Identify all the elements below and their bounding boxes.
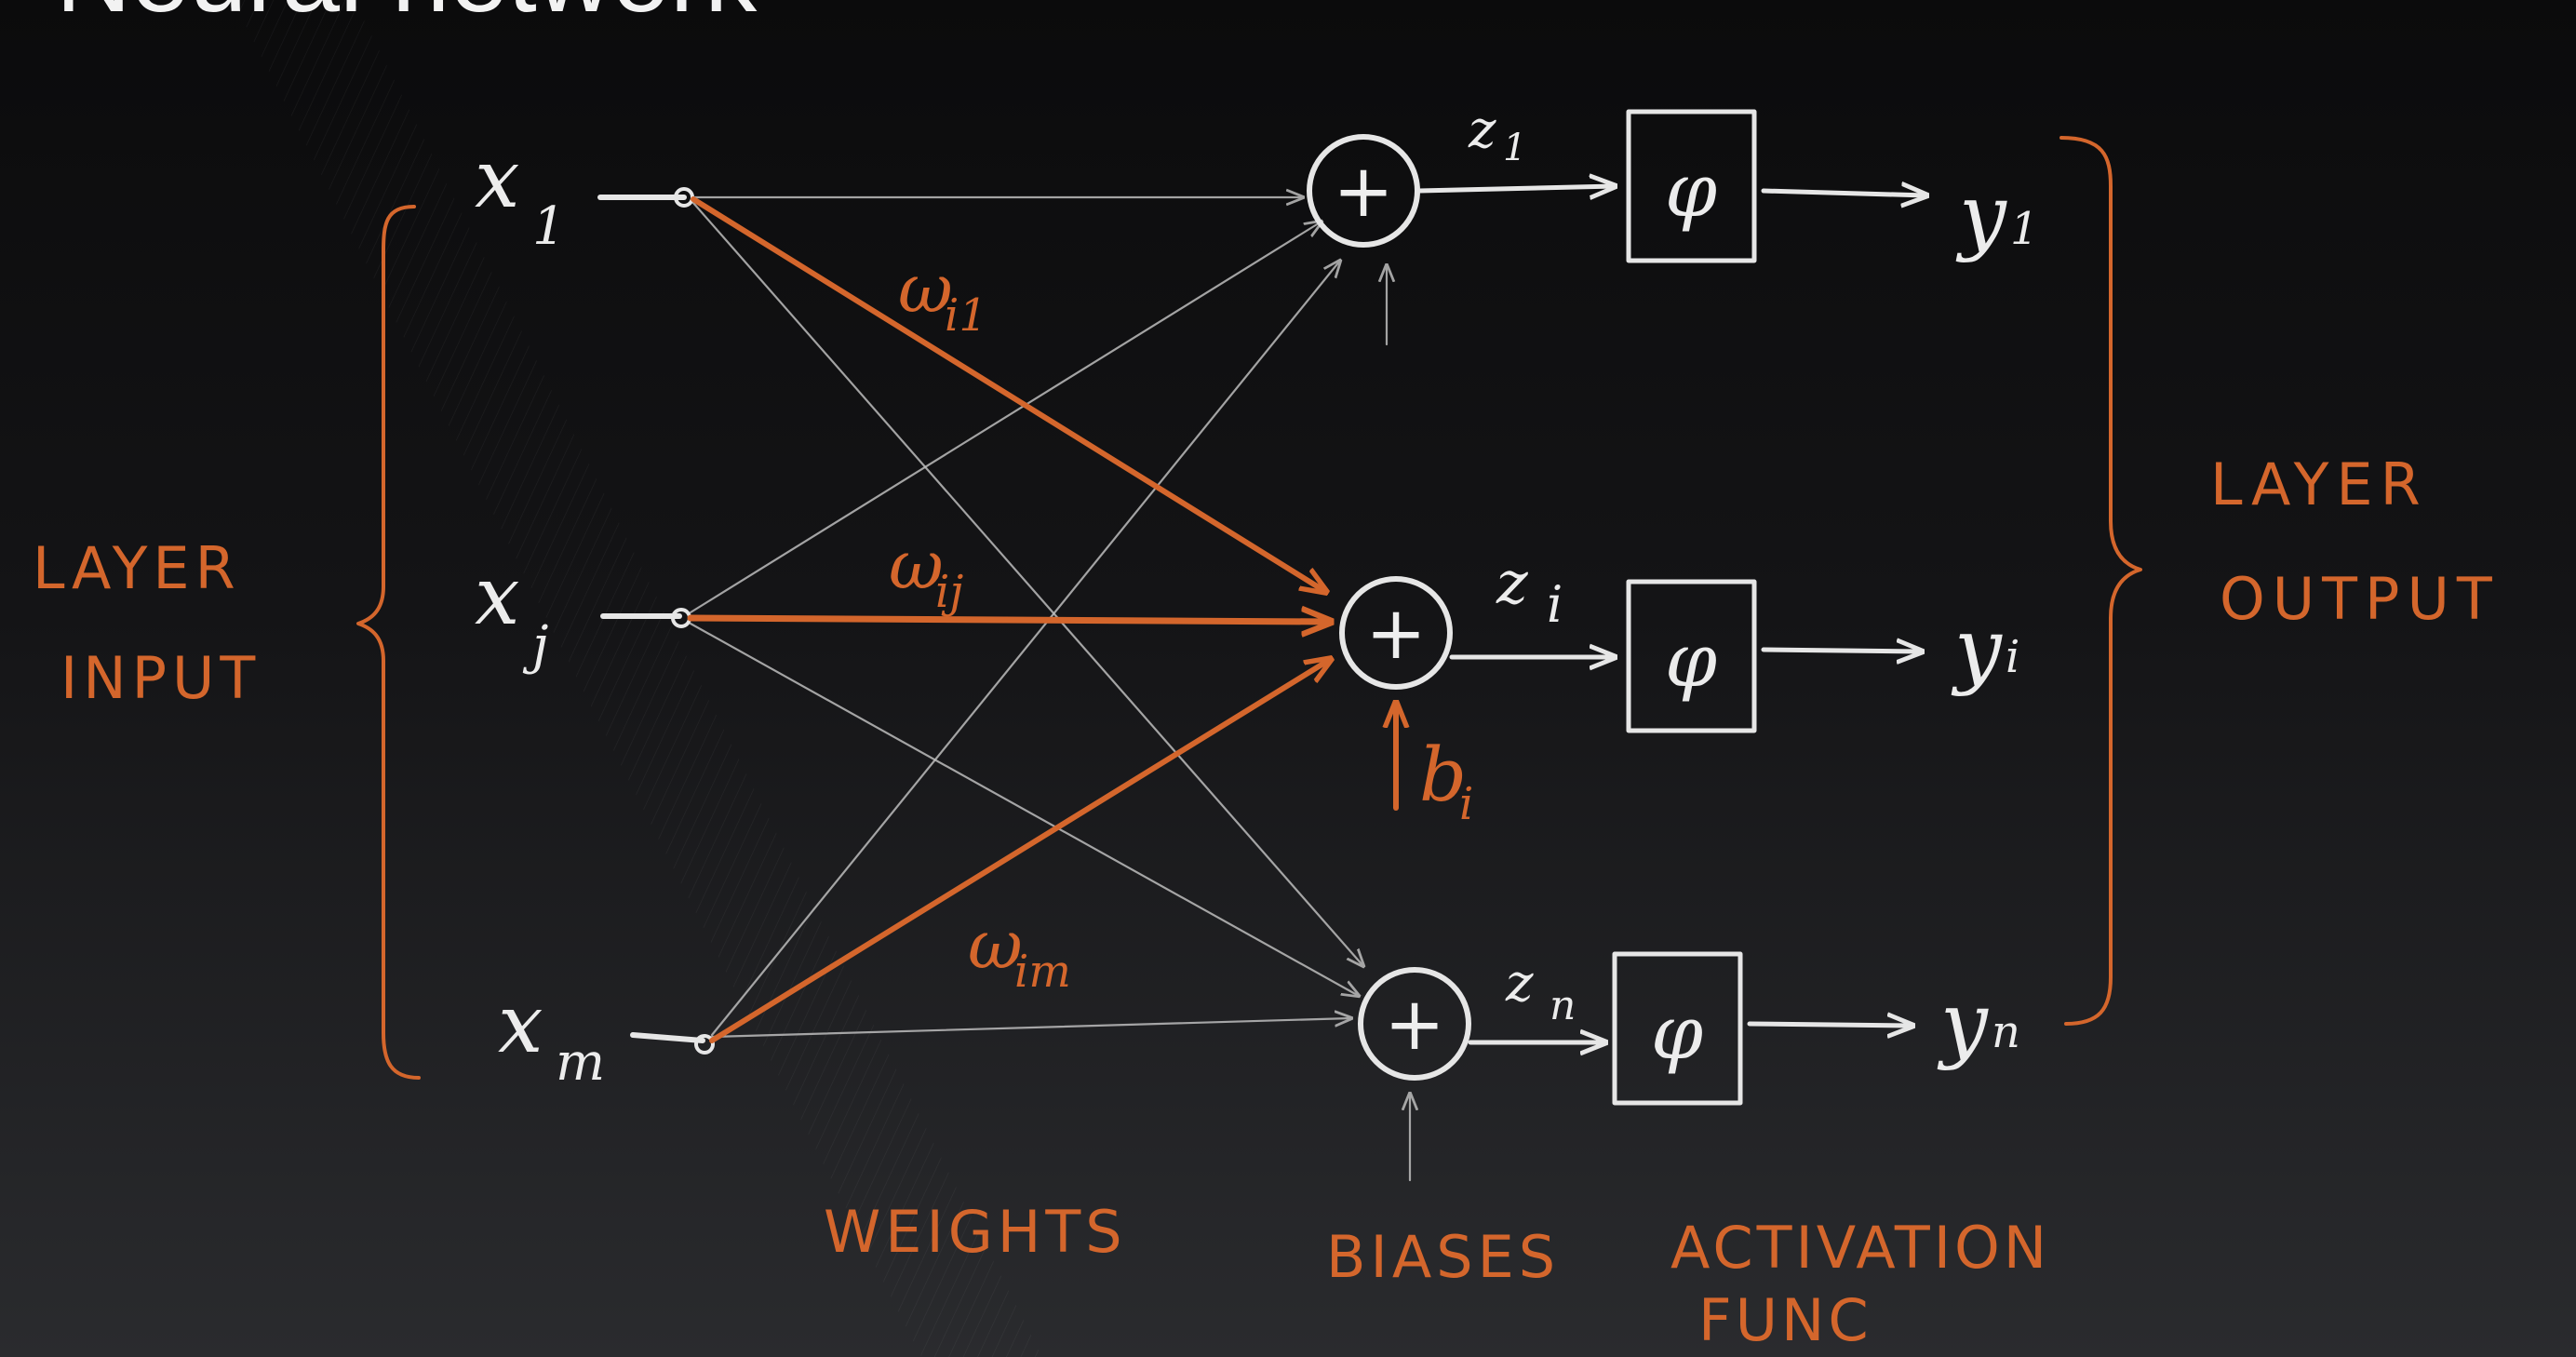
svg-text:z: z [1496,549,1529,618]
output-label-i: y i [1951,600,2019,698]
sum-symbol-n: + [1384,983,1444,1067]
layer-input-label-line2: INPUT [60,644,261,712]
output-arrow-i [1761,650,1922,652]
weights-label: WEIGHTS [824,1198,1127,1266]
biases-label: BIASES [1326,1223,1560,1291]
svg-text:z: z [1505,953,1534,1014]
sum-symbol-i: + [1365,592,1426,676]
svg-text:i: i [2006,631,2019,683]
svg-text:ω: ω [889,526,944,604]
svg-text:i: i [1547,575,1563,634]
layer-output-label-line1: LAYER [2210,450,2428,518]
svg-text:i1: i1 [945,289,987,342]
edge-xm-zi [709,659,1331,1043]
svg-text:y: y [1937,974,1989,1072]
svg-text:ω: ω [898,249,953,328]
z-label-n: z n [1505,953,1576,1029]
svg-text:n: n [1992,1006,2020,1058]
output-label-1: y 1 [1955,167,2039,264]
background-hatch [233,0,1042,1357]
svg-text:x: x [475,133,520,226]
z-label-i: z i [1496,549,1563,634]
activation-symbol-i: φ [1665,617,1717,704]
svg-text:x: x [498,978,543,1071]
input-label-1: x 1 [475,133,566,257]
sum-node-n [1358,967,1471,1081]
bias-label: b i [1419,732,1473,830]
output-arrow-1 [1761,191,1926,195]
activation-symbol-n: φ [1651,989,1703,1076]
svg-text:z: z [1468,100,1496,160]
activation-box-n [1612,951,1743,1106]
edge-xj-z1 [689,222,1322,614]
svg-text:ω: ω [968,906,1023,984]
z-label-1: z 1 [1468,100,1526,169]
layer-output-label-line2: OUTPUT [2220,565,2500,633]
edge-xj-zi [687,618,1331,622]
svg-text:m: m [556,1032,605,1093]
svg-text:y: y [1955,167,2007,264]
activation-box-i [1626,579,1757,733]
activation-label-line1: ACTIVATION [1670,1214,2050,1282]
weight-label-im: ω im [968,906,1071,998]
sum-node-i [1339,576,1453,690]
svg-text:1: 1 [532,196,566,257]
z-arrow-1 [1416,186,1615,191]
svg-text:j: j [522,615,548,676]
input-brace [356,205,421,1080]
edge-x1-zi [691,196,1326,592]
activation-symbol-1: φ [1665,147,1717,234]
svg-text:1: 1 [2010,203,2039,255]
weight-label-i1: ω i1 [898,249,987,342]
output-brace [2059,136,2142,1026]
output-label-n: y n [1937,974,2020,1072]
svg-text:n: n [1550,982,1576,1029]
input-label-m: x m [498,978,605,1093]
input-stub-m [630,1032,705,1043]
svg-text:im: im [1014,946,1071,998]
page-title: Neural network [56,0,758,34]
edge-x1-zn [691,201,1363,966]
svg-text:1: 1 [1503,127,1526,169]
edge-xm-zn [710,1018,1351,1039]
weight-label-ij: ω ij [889,526,963,618]
svg-text:x: x [475,550,520,643]
input-node-m [694,1034,715,1055]
edge-xj-zn [689,622,1359,996]
svg-text:i: i [1459,778,1473,830]
output-arrow-n [1747,1024,1912,1026]
activation-box-1 [1626,109,1757,263]
svg-text:ij: ij [935,566,963,618]
activation-label-line2: FUNC [1698,1286,1872,1354]
svg-text:y: y [1951,600,2003,698]
edge-xm-z1 [710,261,1340,1037]
svg-text:b: b [1419,732,1467,818]
layer-input-label-line1: LAYER [33,534,241,602]
sum-symbol-1: + [1333,150,1393,234]
